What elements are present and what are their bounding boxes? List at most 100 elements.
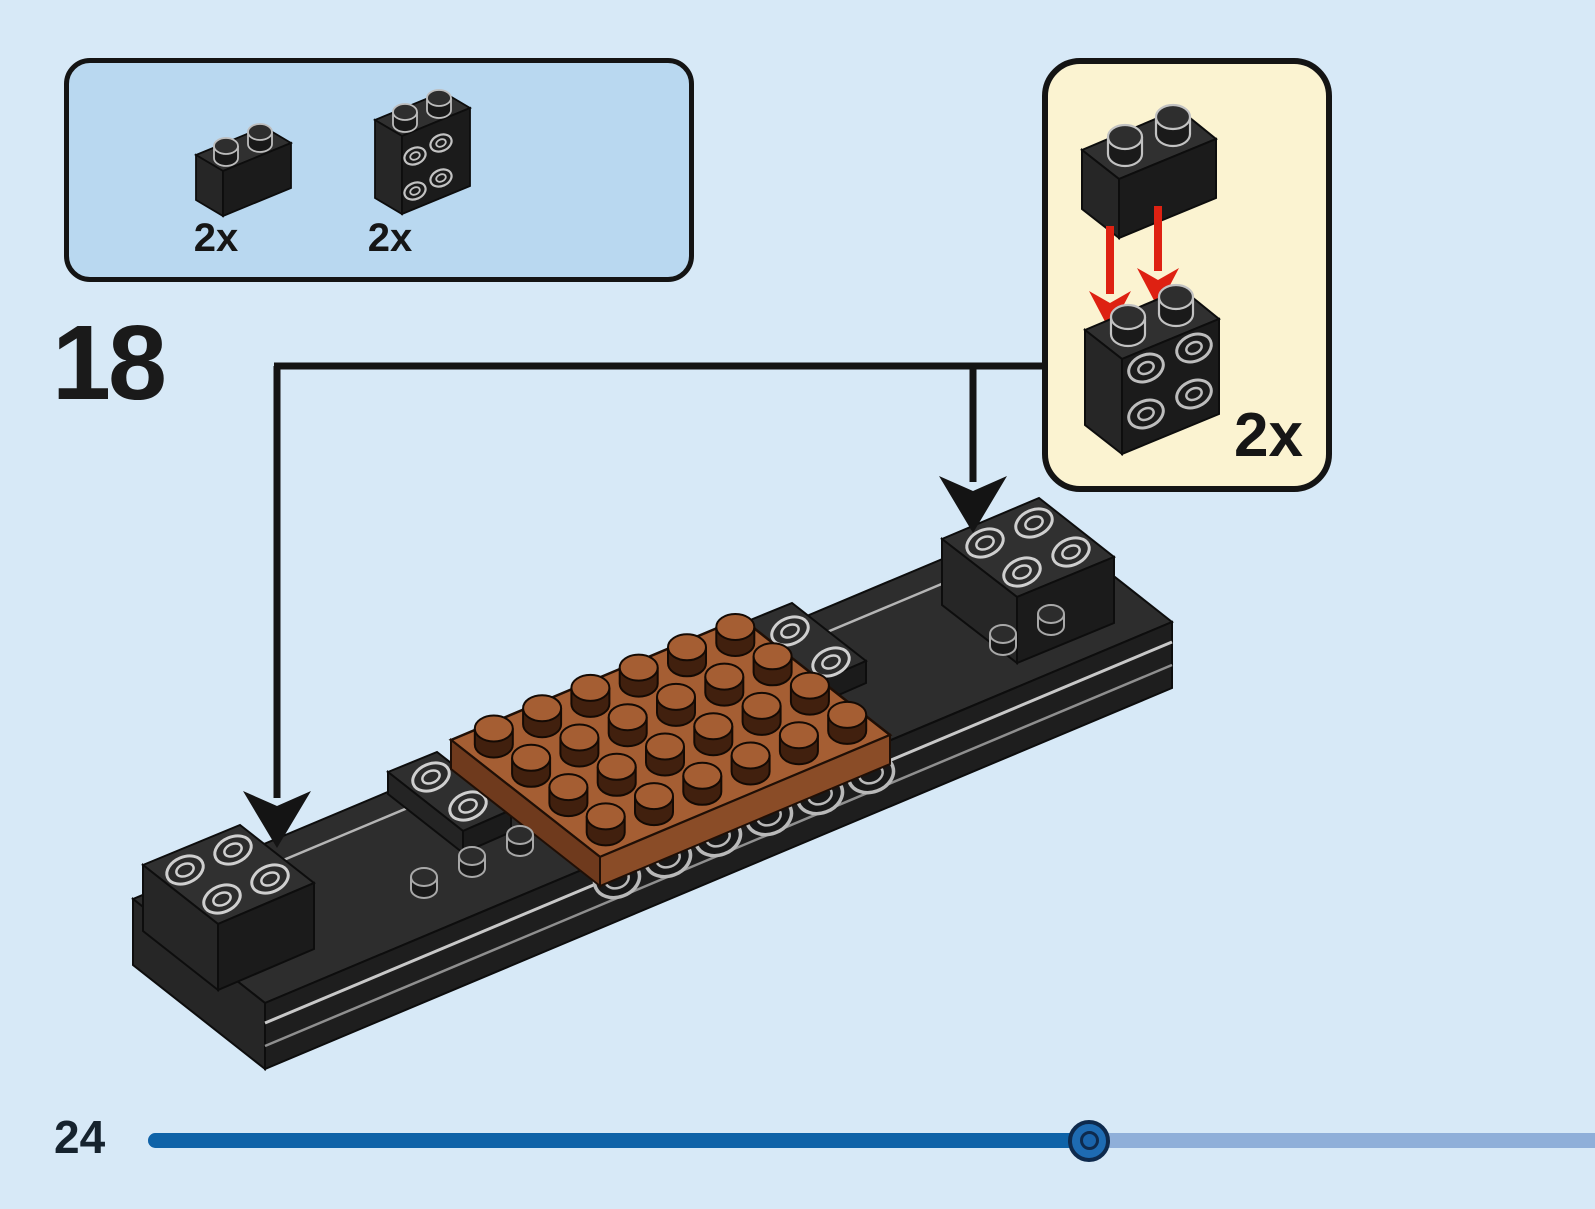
beam-front-seam-1: [264, 640, 1173, 1025]
beam-front-row-stud-3-side: [410, 877, 438, 899]
right-2x2-ring-studs-3-inner: [1012, 564, 1032, 580]
left-2x2-ring-studs-3: [202, 883, 242, 915]
brown-plate-studs-2-4-top: [741, 691, 782, 720]
brown-plate-studs-0-0-top: [473, 714, 514, 743]
brown-plate-studs-3-0-side: [585, 816, 626, 847]
beam-front-face: [264, 620, 1173, 1071]
brown-plate-studs-0-1-top: [522, 694, 563, 723]
brown-plate-studs-1-4-top: [704, 662, 745, 691]
beam-front-row-stud-3-top: [410, 867, 438, 887]
beam-front-row-stud-2-top: [458, 846, 486, 866]
beam-front-seam-2: [264, 663, 1173, 1048]
brown-plate-studs-2-0-side: [548, 787, 589, 818]
right-rear-ring-studs-1: [770, 615, 810, 647]
brown-plate-studs-3-3-top: [730, 741, 771, 770]
left-2x2-ring-studs-1: [165, 854, 205, 886]
brown-plate-studs-2-2-side: [645, 746, 685, 777]
brown-plate-studs-3-2-top: [682, 761, 723, 790]
left-2x2-ring-studs-2-inner: [223, 842, 243, 858]
brown-plate-studs-2-3-top: [693, 712, 734, 741]
brown-plate-studs-0-0-side: [473, 728, 514, 759]
page-number: 24: [54, 1111, 106, 1163]
beam-front-row-stud-2-side: [458, 856, 486, 878]
beam-front-row-stud-4-side: [989, 634, 1017, 656]
brown-plate-studs-0-4-side: [667, 647, 707, 678]
brown-plate-studs-3-1-top: [634, 782, 674, 811]
right-rear-piece-left: [742, 620, 819, 707]
beam-front-row-stud-4-top: [989, 624, 1017, 644]
right-2x2-brick-top: [940, 496, 1116, 599]
right-rear-ring-studs-1-inner: [780, 623, 800, 639]
left-2x2-ring-studs-1-inner: [175, 862, 195, 878]
right-2x2-ring-studs-2: [1014, 507, 1054, 539]
brown-plate-studs-0-2-side: [570, 687, 611, 718]
brown-plate-studs-0-4-top: [667, 633, 707, 662]
beam-side-studs-1-inner: [604, 868, 630, 890]
progress-knob-inner: [1079, 1131, 1099, 1150]
left-2x2-brick-top: [141, 823, 316, 926]
brown-plate-studs-2-3-side: [693, 726, 734, 757]
beam-side-studs-2: [643, 837, 693, 879]
brown-plate-studs-1-0-top: [511, 743, 552, 772]
right-2x2-brick-left: [941, 536, 1018, 666]
brown-plate-top: [448, 616, 893, 859]
left-2x2-ring-studs-2: [213, 834, 253, 866]
beam-side-studs-2-inner: [655, 847, 681, 869]
brown-plate-studs-1-2-side: [607, 717, 648, 748]
brown-plate-studs-3-5-side: [827, 714, 868, 745]
right-down-arrowhead: [939, 476, 1007, 533]
beam-side-studs-6: [846, 753, 896, 795]
beam-side-studs-4: [744, 795, 794, 837]
left-rear-piece-left: [387, 769, 464, 856]
right-rear-ring-studs-2: [811, 646, 851, 678]
brown-plate-studs-2-1-top: [596, 752, 637, 781]
brown-plate-studs-0-5-top: [715, 613, 756, 641]
step-number: 18: [52, 304, 167, 422]
brown-plate-studs-0-1-side: [522, 708, 563, 739]
right-rear-piece-front: [817, 659, 867, 706]
beam-side-studs-3-inner: [705, 826, 731, 848]
brown-plate-studs-3-4-side: [778, 735, 819, 766]
beam-front-row-stud-1-top: [506, 825, 534, 845]
beam-front-row-stud-1-side: [506, 835, 534, 857]
beam-front-row-stud-5-top: [1037, 604, 1065, 624]
brown-plate-studs-1-0-side: [511, 757, 552, 788]
progress-fill: [148, 1133, 1089, 1148]
callout-count-label: 2x: [1234, 401, 1303, 470]
brown-plate-studs-2-0-top: [548, 773, 589, 802]
right-2x2-ring-studs-1-inner: [975, 535, 995, 551]
left-2x2-ring-studs-4: [250, 863, 290, 895]
right-rear-piece-top: [741, 601, 868, 684]
beam-side-studs-5: [795, 774, 845, 816]
brown-plate-studs-1-1-top: [559, 723, 600, 752]
brown-plate-right-face: [599, 733, 891, 888]
beam-side-studs-3: [693, 816, 743, 858]
right-2x2-ring-studs-1: [965, 527, 1005, 559]
right-2x2-brick-front: [1016, 555, 1115, 665]
right-2x2-ring-studs-3: [1002, 556, 1042, 588]
brown-plate-studs-3-2-side: [682, 775, 723, 806]
beam-side-studs-4-inner: [756, 805, 782, 827]
beam-side-studs-6-inner: [858, 763, 884, 785]
brown-plate-studs-2-5-side: [789, 685, 830, 716]
brown-plate-studs-1-4-side: [704, 676, 745, 707]
brown-plate-studs-2-1-side: [596, 766, 637, 797]
brown-plate-studs-0-3-top: [618, 653, 659, 682]
progress-knob: [1068, 1119, 1110, 1162]
left-2x2-ring-studs-4-inner: [260, 871, 280, 887]
brown-plate-studs-0-3-side: [618, 667, 659, 698]
part-count-label: 2x: [193, 216, 239, 260]
left-rear-ring-studs-2-inner: [458, 798, 478, 814]
brown-plate-studs-0-2-top: [570, 673, 611, 702]
brown-plate-studs-3-4-top: [778, 721, 819, 750]
brown-plate-studs-1-5-top: [752, 642, 793, 671]
left-2x2-brick-left: [142, 862, 219, 993]
beam-side-studs-1: [592, 858, 642, 900]
brown-plate-studs-1-3-top: [656, 682, 696, 711]
brown-plate-studs-3-0-top: [585, 802, 626, 831]
brown-plate-studs-2-2-top: [645, 732, 685, 761]
left-rear-piece-top: [386, 750, 513, 833]
brown-plate-studs-1-3-side: [656, 696, 696, 727]
brown-plate-studs-3-1-side: [634, 796, 674, 827]
